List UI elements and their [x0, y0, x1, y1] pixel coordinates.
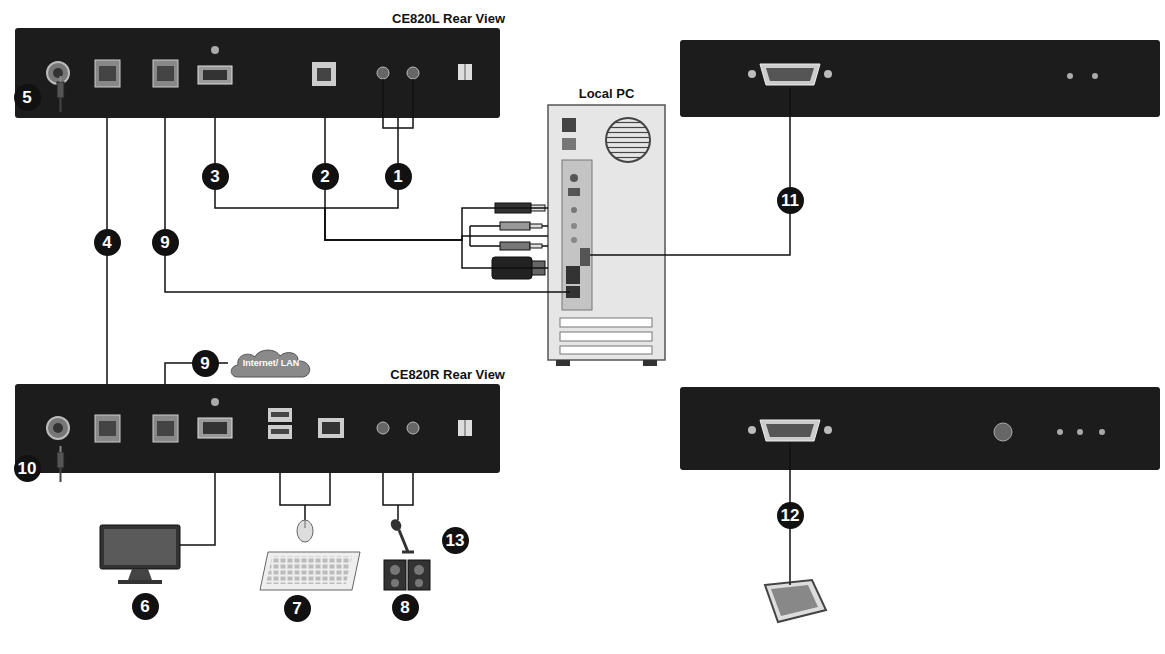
rs232-unit-bottom: [680, 387, 1160, 470]
cable-connector: [165, 118, 548, 292]
pc-cable-plugs: [470, 203, 548, 279]
callout-number: 6: [132, 593, 159, 620]
callout-number: 8: [392, 594, 419, 621]
callout-number: 2: [312, 163, 339, 190]
monitor: [100, 525, 180, 584]
callout-number: 7: [284, 595, 311, 622]
callout-number: 4: [94, 229, 121, 256]
cable-lines: [180, 79, 790, 582]
cable-connector: [325, 118, 548, 240]
callout-number: 1: [385, 163, 412, 190]
pc-tower: [548, 105, 665, 366]
keyboard-mouse: [260, 520, 360, 590]
local-pc: Local PC: [548, 105, 665, 360]
device-heading: CE820R Rear View: [390, 367, 505, 382]
touch-screen: [765, 580, 826, 622]
ce820l-unit: [15, 28, 500, 118]
cloud-label: Internet/ LAN: [228, 348, 314, 378]
callout-number: 3: [202, 163, 229, 190]
callout-number: 11: [777, 187, 804, 214]
extender-remote-unit: CE820R Rear View: [15, 384, 500, 473]
callout-number: 13: [442, 527, 469, 554]
cable-connector: [215, 118, 548, 268]
callout-number: 9: [152, 229, 179, 256]
network-cloud: Internet/ LAN: [228, 348, 314, 378]
device-heading: CE820L Rear View: [392, 11, 505, 26]
cable-connector: [325, 118, 548, 240]
callout-number: 12: [777, 502, 804, 529]
callout-number: 5: [14, 84, 41, 111]
rs232-unit-top: [680, 40, 1160, 117]
power-plug: [57, 76, 64, 482]
microphone-speakers: [384, 517, 430, 590]
extender-local-unit: CE820L Rear View: [15, 28, 500, 118]
device-heading: Local PC: [579, 86, 635, 101]
ce820r-unit: [15, 384, 500, 473]
callout-number: 10: [14, 455, 41, 482]
callout-number: 9: [192, 350, 219, 377]
